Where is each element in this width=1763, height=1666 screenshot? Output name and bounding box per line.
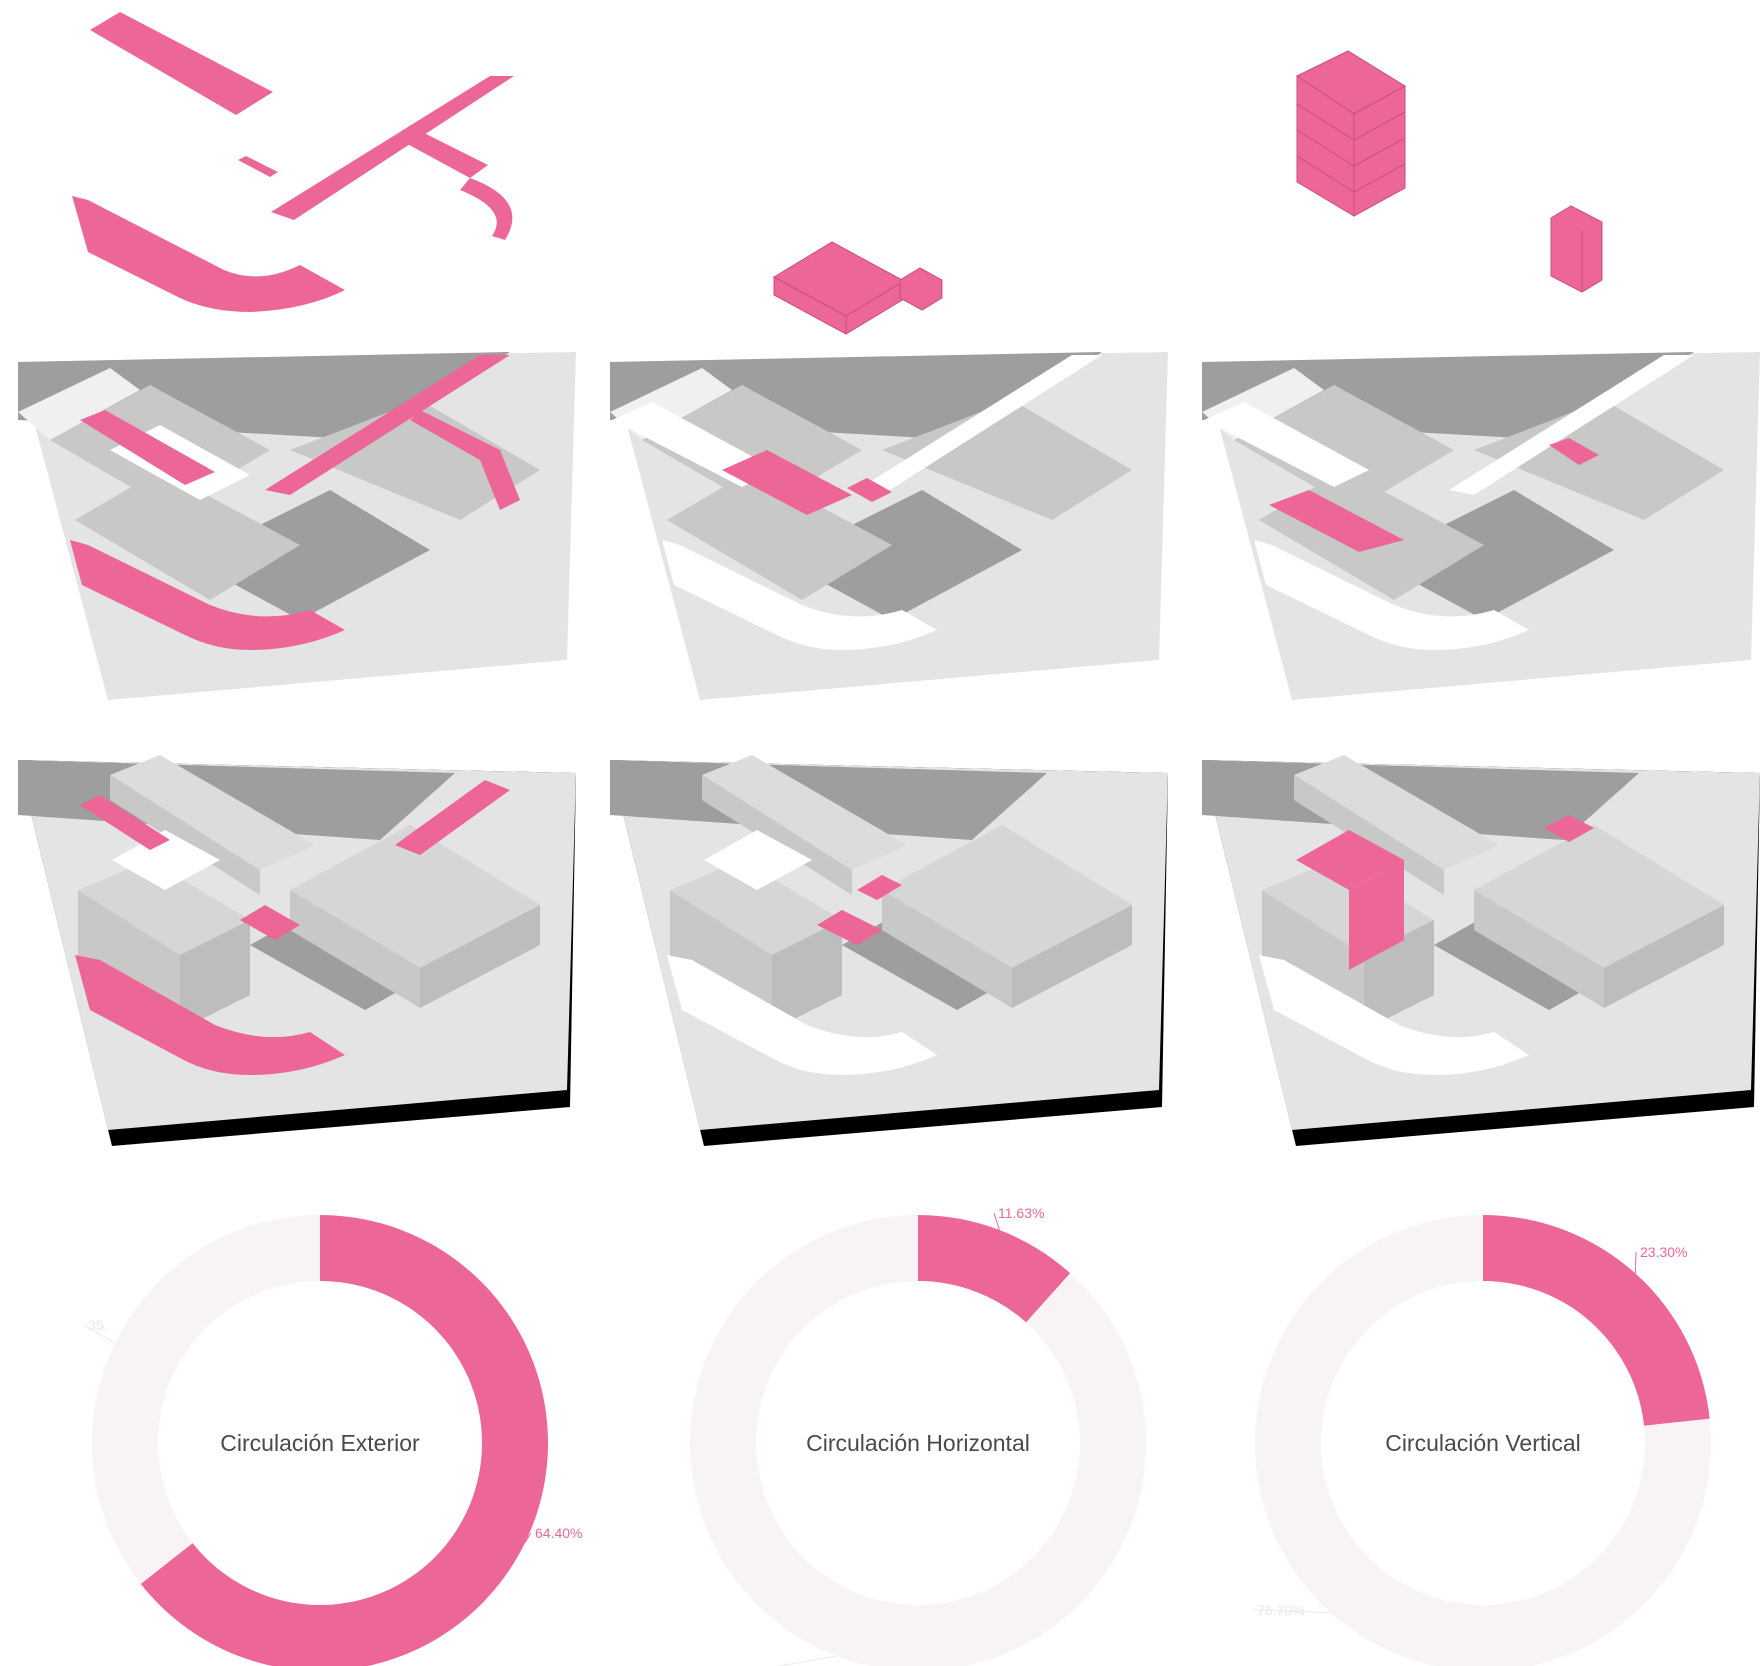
donut-slice	[1483, 1215, 1710, 1426]
horizontal-small-block	[899, 267, 943, 311]
exterior-path-long	[271, 76, 514, 220]
exterior-path-strip	[90, 12, 273, 115]
donut-slice-label: 11.63%	[998, 1205, 1044, 1221]
donut-slice	[140, 1215, 548, 1666]
exploded-exterior-circulation	[72, 12, 514, 312]
exterior-path-branch	[400, 125, 488, 178]
donut-chart-2: 23.30% 76.70% Circulación Vertical	[1252, 1215, 1711, 1666]
donut-leader-line	[776, 1655, 837, 1666]
vertical-elevator	[1550, 205, 1603, 293]
exploded-vertical-circulation	[1295, 50, 1603, 293]
exterior-path-small	[238, 156, 278, 177]
donut-charts: 64.40% 35. Circulación Exterior 11.63% 88.37…	[83, 1205, 1711, 1666]
exterior-path-curve	[460, 178, 513, 240]
donut-chart-0: 64.40% 35. Circulación Exterior	[83, 1215, 582, 1666]
plan-exterior	[18, 352, 576, 700]
massing-exterior	[18, 755, 576, 1146]
plan-vertical	[1202, 352, 1760, 700]
massing-vertical	[1202, 755, 1760, 1146]
plan-horizontal	[610, 352, 1168, 700]
donut-slice-label: 88.37%	[750, 1664, 797, 1666]
donut-center-label: Circulación Exterior	[220, 1430, 420, 1456]
donut-slice	[1255, 1215, 1711, 1666]
donut-leader-line	[1634, 1251, 1637, 1274]
donut-leader-line	[524, 1532, 532, 1543]
donut-slice-label: 23.30%	[1640, 1244, 1687, 1260]
donut-slice-label: 76.70%	[1257, 1602, 1304, 1618]
donut-slice	[92, 1215, 321, 1584]
donut-center-label: Circulación Vertical	[1385, 1430, 1581, 1456]
donut-center-label: Circulación Horizontal	[806, 1430, 1030, 1456]
donut-slice	[690, 1215, 1146, 1666]
donut-leader-line	[1252, 1609, 1331, 1614]
donut-chart-1: 11.63% 88.37% Circulación Horizontal	[690, 1205, 1146, 1666]
exploded-horizontal-circulation	[772, 241, 943, 335]
massing-horizontal	[610, 755, 1168, 1146]
donut-leader-line	[993, 1212, 1000, 1231]
donut-slice-label: 35.	[88, 1317, 107, 1333]
donut-slice-label: 64.40%	[535, 1525, 582, 1541]
donut-slice	[918, 1214, 1071, 1323]
donut-leader-line	[83, 1324, 116, 1344]
exterior-path-ring	[72, 196, 345, 312]
